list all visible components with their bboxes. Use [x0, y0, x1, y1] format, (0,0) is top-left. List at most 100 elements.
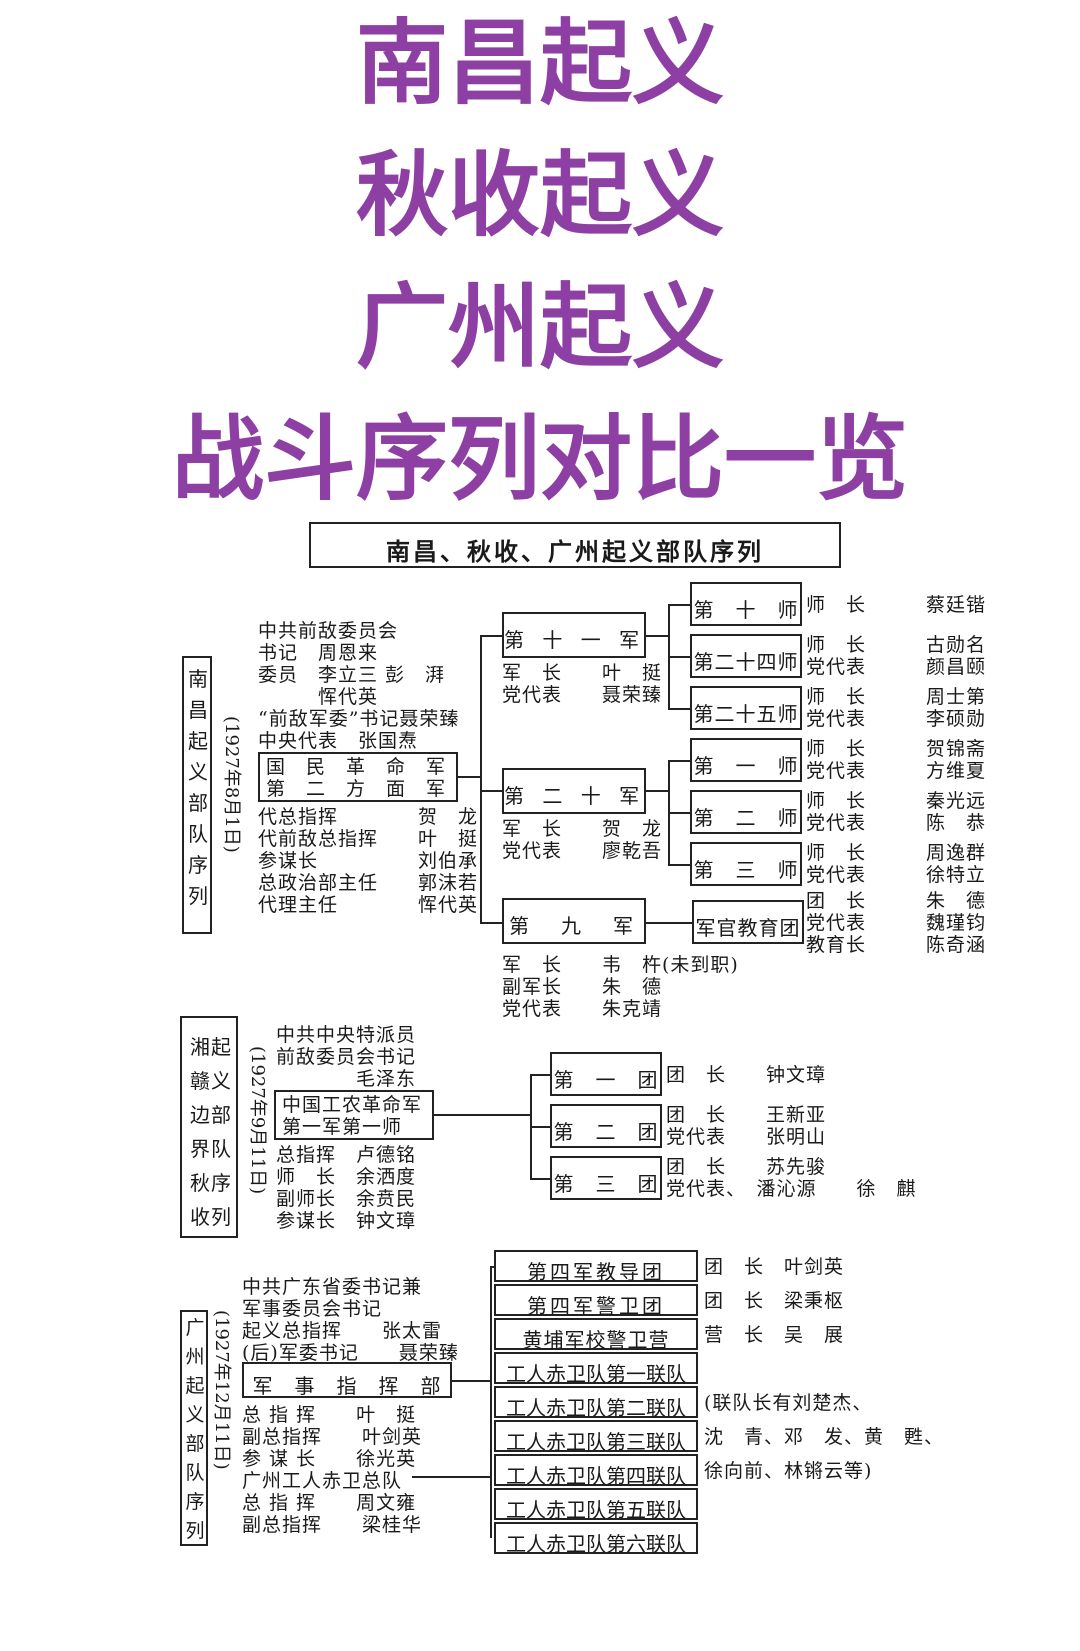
connector [668, 604, 690, 606]
nanchang-side-label: 南 昌 起 义 部 队 序 列 [188, 667, 208, 908]
division-box: 第二十四师 [690, 634, 802, 678]
nanchang-hq-box: 国 民 革 命 军 第 二 方 面 军 [258, 752, 458, 802]
qiushou-date: (1927年9月11日) [247, 1046, 268, 1195]
connector [530, 1178, 552, 1180]
army-box-20: 第 二 十 军 [502, 768, 646, 814]
connector [646, 635, 668, 637]
regiment-box: 第 二 团 [550, 1104, 662, 1148]
guangzhou-date: (1927年12月11日) [211, 1310, 232, 1470]
division-staff: 师 长 周逸群 党代表 徐特立 [806, 842, 987, 886]
connector [530, 1074, 552, 1076]
unit-name: 工人赤卫队第六联队 [506, 1532, 686, 1556]
chart-title-box: 南昌、秋收、广州起义部队序列 [309, 522, 841, 568]
qiushou-committee: 中共中央特派员 前敌委员会书记 毛泽东 [276, 1024, 417, 1090]
division-name: 第二十四师 [693, 650, 799, 674]
connector [458, 776, 480, 778]
division-staff: 师 长 周士第 党代表 李硕勋 [806, 686, 987, 730]
regiment-staff: 团 长 王新亚 党代表 张明山 [666, 1104, 827, 1148]
nanchang-hq-label: 国 民 革 命 军 第 二 方 面 军 [266, 756, 447, 800]
connector [668, 812, 690, 814]
unit-box: 工人赤卫队第一联队 [494, 1352, 698, 1386]
army-name: 第 十 一 军 [504, 628, 646, 652]
unit-box: 第四军警卫团 [494, 1284, 698, 1318]
division-name: 军官教育团 [695, 916, 801, 940]
regiment-staff: 团 长 苏先骏 党代表、 潘沁源 徐 麒 [666, 1156, 917, 1200]
connector [668, 656, 690, 658]
unit-name: 工人赤卫队第四联队 [506, 1464, 686, 1488]
division-box: 第二十五师 [690, 686, 802, 730]
connector [646, 790, 668, 792]
division-staff: 团 长 朱 德 党代表 魏瑾钧 教育长 陈奇涵 [806, 890, 987, 956]
guangzhou-hq-staff: 总 指 挥 叶 挺 副总指挥 叶剑英 参 谋 长 徐光英 广州工人赤卫总队 总 … [242, 1404, 423, 1536]
nanchang-side-label-box: 南 昌 起 义 部 队 序 列 [182, 656, 212, 934]
title-line-1: 南昌起义 [355, 10, 724, 117]
unit-name: 工人赤卫队第五联队 [506, 1498, 686, 1522]
unit-name: 工人赤卫队第一联队 [506, 1362, 686, 1386]
title-line-2: 秋收起义 [355, 142, 724, 249]
unit-name: 黄埔军校警卫营 [522, 1328, 670, 1352]
division-staff: 师 长 蔡廷锴 [806, 594, 987, 616]
unit-staff: 沈 青、邓 发、黄 甦、 [704, 1426, 945, 1448]
unit-box: 工人赤卫队第五联队 [494, 1488, 698, 1522]
army-staff: 军 长 韦 杵(未到职) 副军长 朱 德 党代表 朱克靖 [502, 954, 739, 1020]
division-staff: 师 长 秦光远 党代表 陈 恭 [806, 790, 987, 834]
guangzhou-side-label-box: 广 州 起 义 部 队 序 列 [180, 1310, 208, 1546]
division-name: 第 二 师 [693, 806, 799, 830]
qiushou-side-label: 湘起 赣义 边部 界队 秋序 收列 [190, 1035, 232, 1229]
regiment-name: 第 三 团 [553, 1172, 659, 1196]
nanchang-committee: 中共前敌委员会 书记 周恩来 委员 李立三 彭 湃 恽代英 “前敌军委”书记聂荣… [258, 620, 460, 752]
nanchang-hq-staff: 代总指挥 贺 龙 代前敌总指挥 叶 挺 参谋长 刘伯承 总政治部主任 郭沫若 代… [258, 806, 479, 916]
unit-box: 黄埔军校警卫营 [494, 1318, 698, 1352]
regiment-name: 第 二 团 [553, 1120, 659, 1144]
connector [452, 1380, 490, 1382]
unit-staff: 营 长 吴 展 [704, 1324, 845, 1346]
division-name: 第 十 师 [693, 598, 799, 622]
regiment-name: 第 一 团 [553, 1068, 659, 1092]
army-staff: 军 长 叶 挺 党代表 聂荣臻 [502, 662, 663, 706]
division-box: 第 二 师 [690, 790, 802, 834]
division-staff: 师 长 贺锦斋 党代表 方维夏 [806, 738, 987, 782]
connector [412, 1476, 490, 1478]
connector [480, 790, 502, 792]
connector [530, 1126, 552, 1128]
guangzhou-hq-label: 军 事 指 挥 部 [252, 1374, 442, 1398]
guangzhou-side-label: 广 州 起 义 部 队 序 列 [185, 1317, 205, 1542]
unit-staff: 团 长 叶剑英 [704, 1256, 845, 1278]
unit-box: 工人赤卫队第三联队 [494, 1420, 698, 1454]
nanchang-date: (1927年8月1日) [221, 716, 242, 853]
army-box-11: 第 十 一 军 [502, 612, 646, 658]
unit-box: 工人赤卫队第二联队 [494, 1386, 698, 1420]
guangzhou-committee: 中共广东省委书记兼 军事委员会书记 起义总指挥 张太雷 (后)军委书记 聂荣臻 [242, 1276, 459, 1364]
connector [490, 1266, 494, 1268]
chart-title: 南昌、秋收、广州起义部队序列 [386, 537, 764, 566]
regiment-box: 第 一 团 [550, 1052, 662, 1096]
connector [480, 635, 482, 922]
unit-staff: 团 长 梁秉枢 [704, 1290, 845, 1312]
division-name: 第 三 师 [693, 858, 799, 882]
unit-name: 第四军警卫团 [527, 1294, 665, 1318]
division-box: 军官教育团 [692, 900, 804, 944]
unit-name: 第四军教导团 [527, 1260, 665, 1284]
connector [480, 922, 502, 924]
army-box-9: 第 九 军 [502, 898, 646, 944]
division-box: 第 一 师 [690, 738, 802, 782]
army-staff: 军 长 贺 龙 党代表 廖乾吾 [502, 818, 663, 862]
regiment-box: 第 三 团 [550, 1156, 662, 1200]
division-box: 第 十 师 [690, 582, 802, 626]
unit-staff: (联队长有刘楚杰、 [704, 1392, 873, 1414]
qiushou-side-label-box: 湘起 赣义 边部 界队 秋序 收列 [180, 1016, 238, 1238]
unit-staff: 徐向前、林锵云等) [704, 1460, 873, 1482]
division-name: 第二十五师 [693, 702, 799, 726]
connector [668, 864, 690, 866]
qiushou-hq-box: 中国工农革命军 第一军第一师 [274, 1090, 434, 1140]
qiushou-hq-label: 中国工农革命军 第一军第一师 [282, 1094, 423, 1138]
connector [646, 922, 692, 924]
unit-name: 工人赤卫队第三联队 [506, 1430, 686, 1454]
connector [490, 1266, 492, 1538]
army-name: 第 九 军 [509, 914, 639, 938]
division-staff: 师 长 古勋名 党代表 颜昌颐 [806, 634, 987, 678]
unit-box: 第四军教导团 [494, 1250, 698, 1284]
qiushou-hq-staff: 总指挥 卢德铭 师 长 余洒度 副师长 余贲民 参谋长 钟文璋 [276, 1144, 417, 1232]
connector [434, 1114, 530, 1116]
regiment-staff: 团 长 钟文璋 [666, 1064, 827, 1086]
